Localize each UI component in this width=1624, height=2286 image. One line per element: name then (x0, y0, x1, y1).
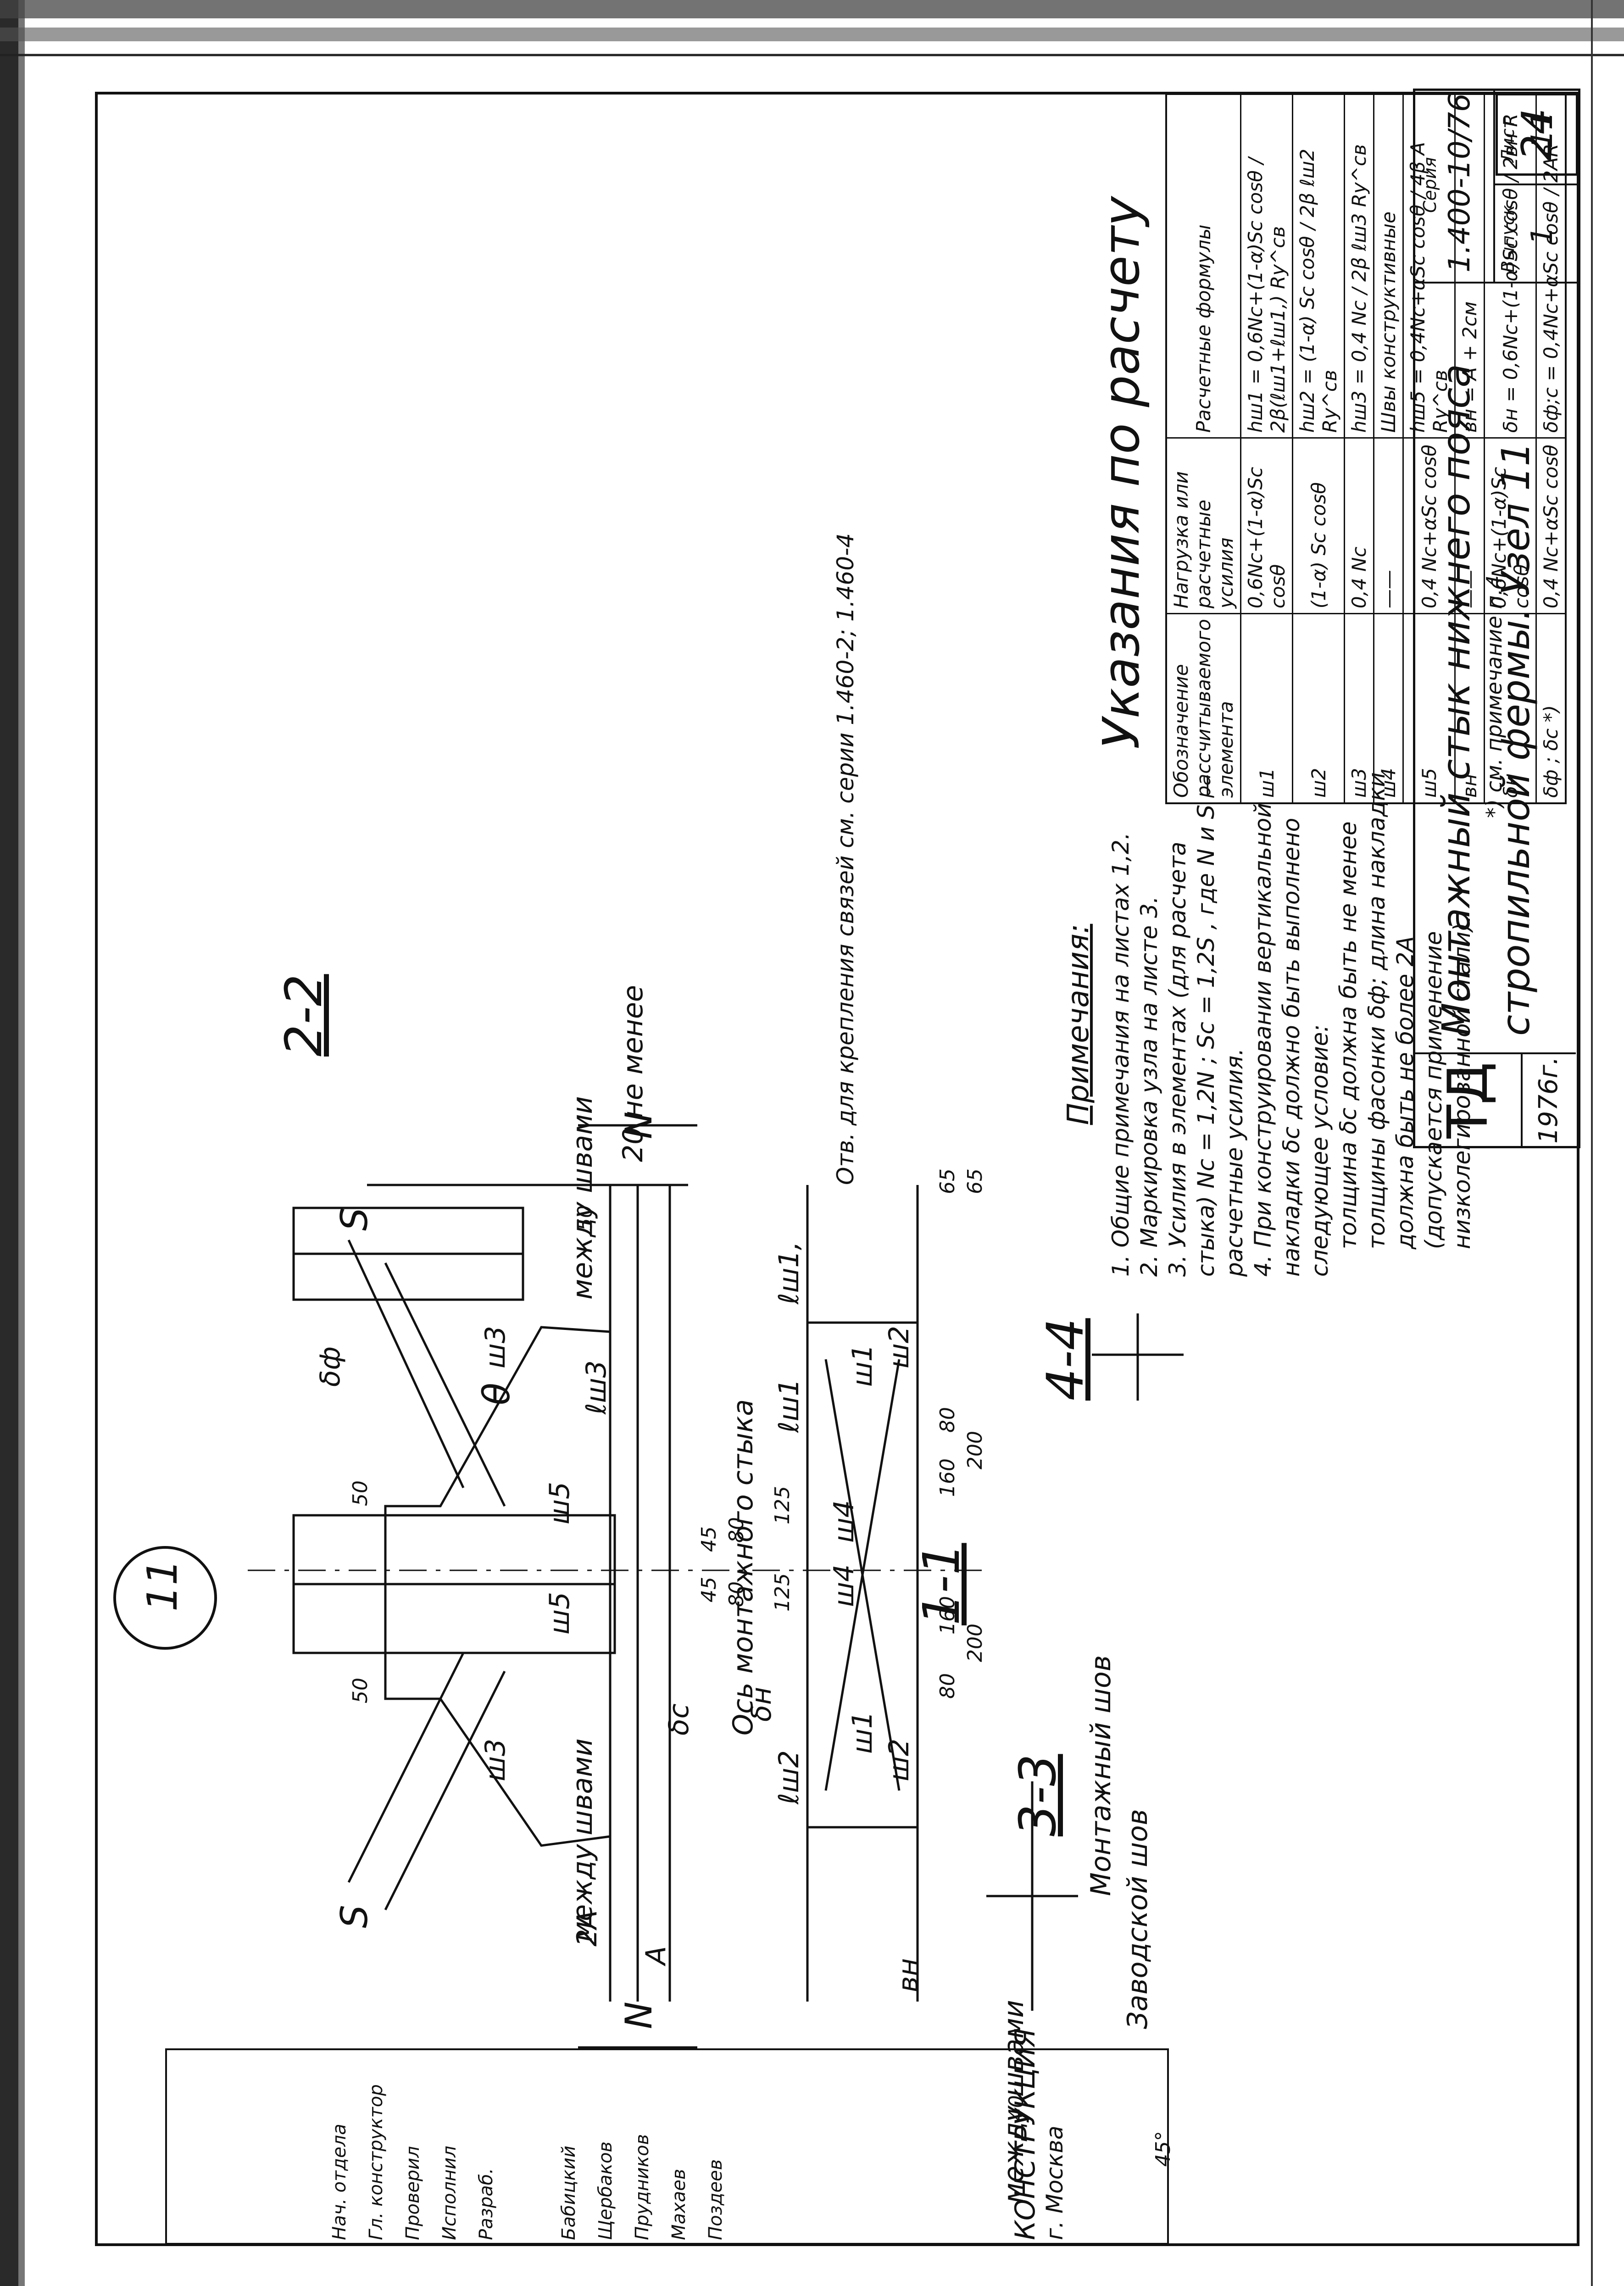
title-line-2: стропильной фермы. Узел 11 (1493, 442, 1538, 1036)
note-item: 4. При конструировании вертикальной накл… (1250, 803, 1333, 1277)
role: Разраб. (476, 2168, 497, 2240)
title-year: 1976г. (1521, 1052, 1576, 1146)
role: Нач. отдела (329, 2124, 350, 2240)
side-city: г. Москва (1041, 2125, 1068, 2240)
cell-formula: Швы конструктивные (1374, 94, 1403, 438)
col-header-load: Нагрузка или расчетные усилия (1166, 438, 1241, 614)
col-header-formula: Расчетные формулы (1166, 94, 1241, 438)
title-line-1: Монтажный стык нижнего пояса (1434, 364, 1479, 1036)
side-org-text: КОНСТРУКЦИЯ (1009, 2028, 1041, 2240)
signer: Щербаков (595, 2141, 616, 2240)
notes-title: Примечания: (1062, 923, 1096, 1125)
series-label: Серия (1420, 157, 1440, 213)
role: Гл. конструктор (366, 2084, 387, 2240)
issue-label: Выпуск (1498, 205, 1518, 273)
title-block: ТД 1976г. Монтажный стык нижнего пояса с… (1413, 89, 1580, 1148)
cell-load: 0,4 Nc (1344, 438, 1374, 614)
cell-load: —— (1374, 438, 1403, 614)
role: Исполнил (439, 2146, 460, 2240)
cell-load: 0,6Nc+(1-α)Sc cosθ (1240, 438, 1293, 614)
title-code: ТД (1415, 1052, 1523, 1146)
note-item: 3. Усилия в элементах (для расчета стыка… (1164, 774, 1248, 1277)
cell-load: (1-α) Sc cosθ (1292, 438, 1345, 614)
note-item: 1. Общие примечания на листах 1,2. (1107, 832, 1134, 1277)
role: Проверил (402, 2146, 423, 2240)
table-title: Указания по расчету (1092, 196, 1151, 749)
cell-formula: hш3 = 0,4 Nc / 2β ℓш3 Rу^св (1344, 94, 1374, 438)
series-number: 1.400-10/76 (1443, 93, 1477, 273)
cell-formula: hш2 = (1-α) Sc cosθ / 2β ℓш2 Rу^св (1292, 94, 1345, 438)
signer: Бабицкий (558, 2146, 579, 2240)
note-item: 2. Маркировка узла на листе 3. (1136, 896, 1162, 1277)
sheet-number: 11 (1525, 111, 1559, 149)
cell-formula: hш1 = 0,6Nc+(1-α)Sc cosθ / 2β(ℓш1+ℓш1,) … (1240, 94, 1293, 438)
table-row: ш4——Швы конструктивные (1374, 94, 1403, 803)
signer: Махаев (668, 2169, 690, 2240)
sheet-label: Лист (1498, 118, 1518, 162)
issue-number: 1 (1525, 226, 1559, 245)
table-header-row: Обозначение рассчитываемого элемента Наг… (1166, 94, 1241, 803)
signer: Прудников (632, 2134, 653, 2240)
signer: Поздеев (705, 2159, 726, 2240)
